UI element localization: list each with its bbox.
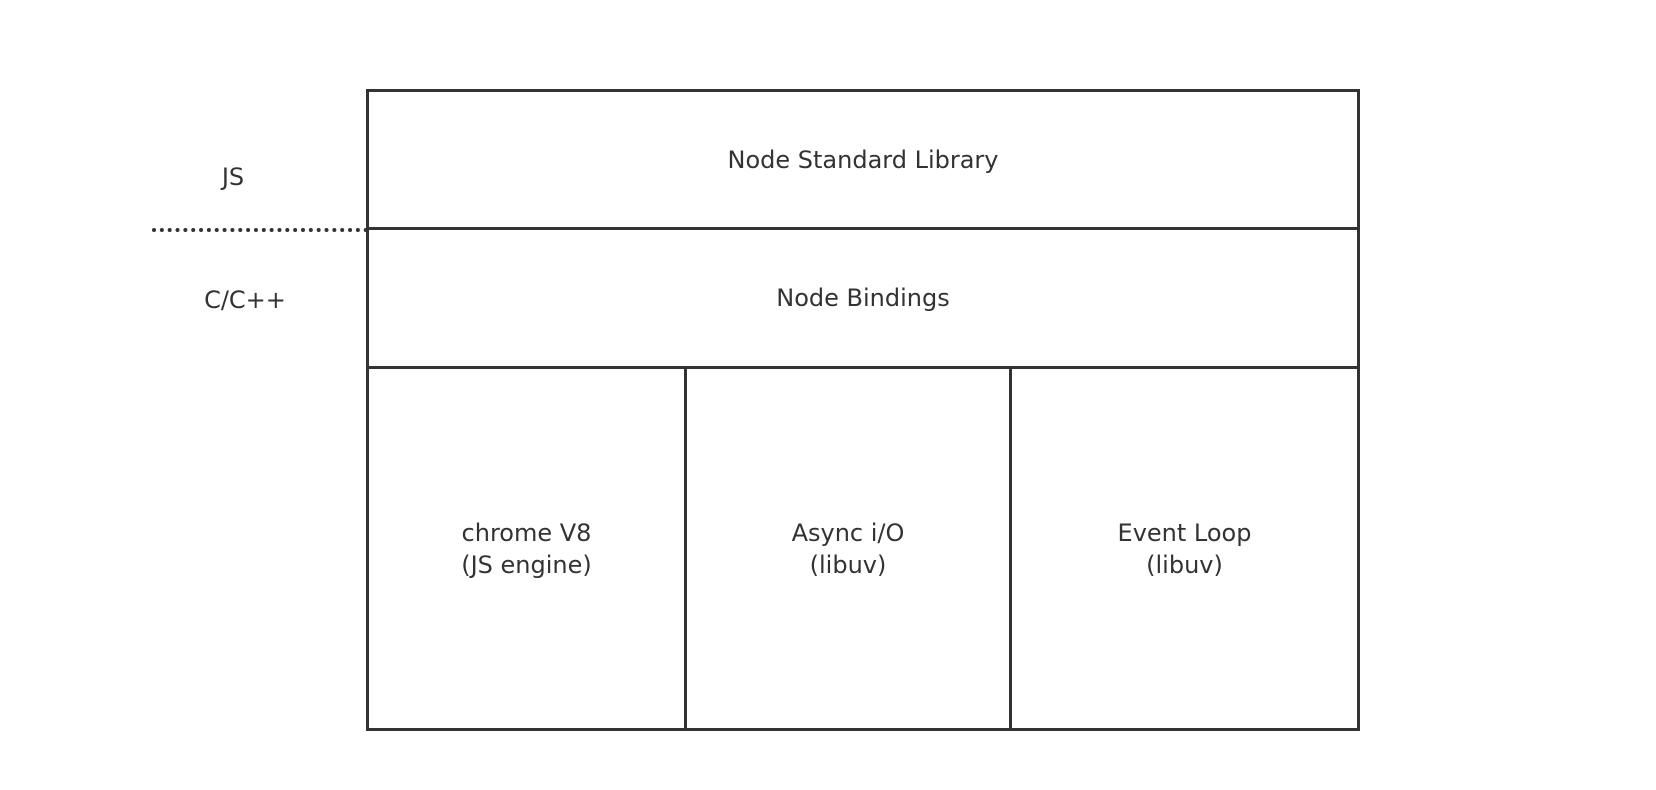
async-io-detail: (libuv) (809, 550, 887, 579)
event-loop-name: Event Loop (1117, 518, 1252, 547)
bindings-box: Node Bindings (369, 230, 1357, 369)
async-io-box: Async i/O (libuv) (687, 369, 1012, 728)
event-loop-detail: (libuv) (1146, 550, 1223, 579)
v8-detail: (JS engine) (461, 550, 592, 579)
standard-library-box: Node Standard Library (369, 92, 1357, 230)
layer-divider (152, 228, 368, 232)
event-loop-box: Event Loop (libuv) (1012, 369, 1357, 728)
v8-name: chrome V8 (461, 518, 592, 547)
components-row: chrome V8 (JS engine) Async i/O (libuv) … (369, 369, 1357, 728)
v8-box: chrome V8 (JS engine) (369, 369, 687, 728)
architecture-frame: Node Standard Library Node Bindings chro… (366, 89, 1360, 731)
js-layer-label: JS (221, 163, 245, 191)
bindings-label: Node Bindings (776, 284, 950, 312)
async-io-name: Async i/O (791, 518, 905, 547)
native-layer-label: C/C++ (204, 286, 286, 314)
standard-library-label: Node Standard Library (727, 145, 999, 174)
